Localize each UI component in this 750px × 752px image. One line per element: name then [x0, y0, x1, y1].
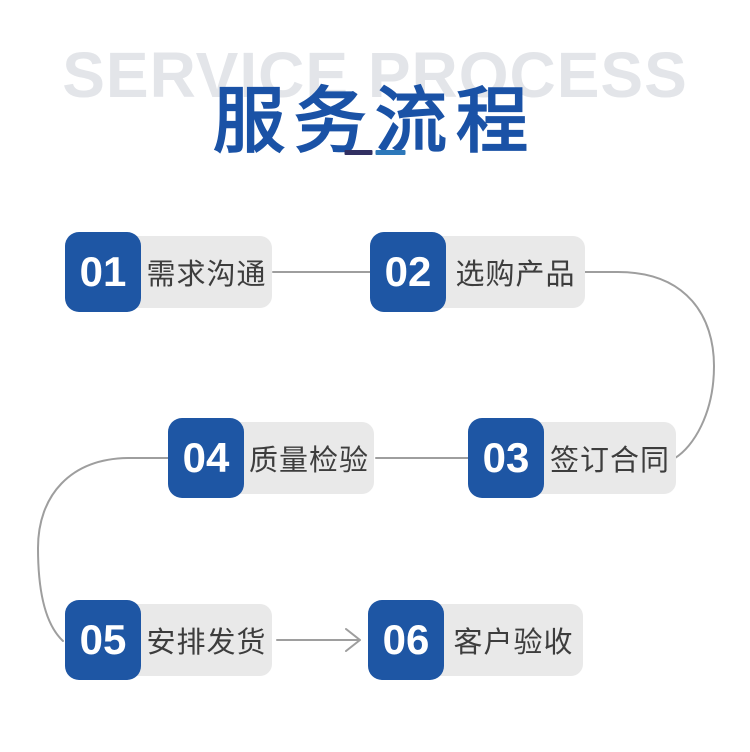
step-02-label: 选购产品 — [455, 259, 576, 291]
step-06-number-badge: 06 — [368, 600, 444, 680]
step-03: 03 签订合同 — [468, 418, 676, 498]
step-02: 02 选购产品 — [370, 232, 585, 312]
step-03-label: 签订合同 — [549, 445, 670, 477]
watermark-text: SERVICE PROCESS — [62, 39, 688, 111]
step-01-label: 需求沟通 — [146, 259, 267, 291]
step-05: 05 安排发货 — [65, 600, 272, 680]
step-05-number-badge: 05 — [65, 600, 141, 680]
step-01-number-badge: 01 — [65, 232, 141, 312]
underline-dash-blue — [375, 150, 406, 155]
arrowhead-icon — [345, 628, 361, 652]
step-04-number-badge: 04 — [168, 418, 244, 498]
page-title: 服务流程 — [212, 82, 538, 162]
step-02-number-badge: 02 — [370, 232, 446, 312]
step-04-label: 质量检验 — [248, 445, 369, 477]
step-06: 06 客户验收 — [368, 600, 583, 680]
step-06-label: 客户验收 — [453, 627, 574, 659]
step-03-number-badge: 03 — [468, 418, 544, 498]
step-04: 04 质量检验 — [168, 418, 374, 498]
step-01: 01 需求沟通 — [65, 232, 272, 312]
underline-dash-dark — [344, 150, 373, 155]
title-underline — [344, 150, 406, 155]
step-05-label: 安排发货 — [146, 627, 267, 659]
